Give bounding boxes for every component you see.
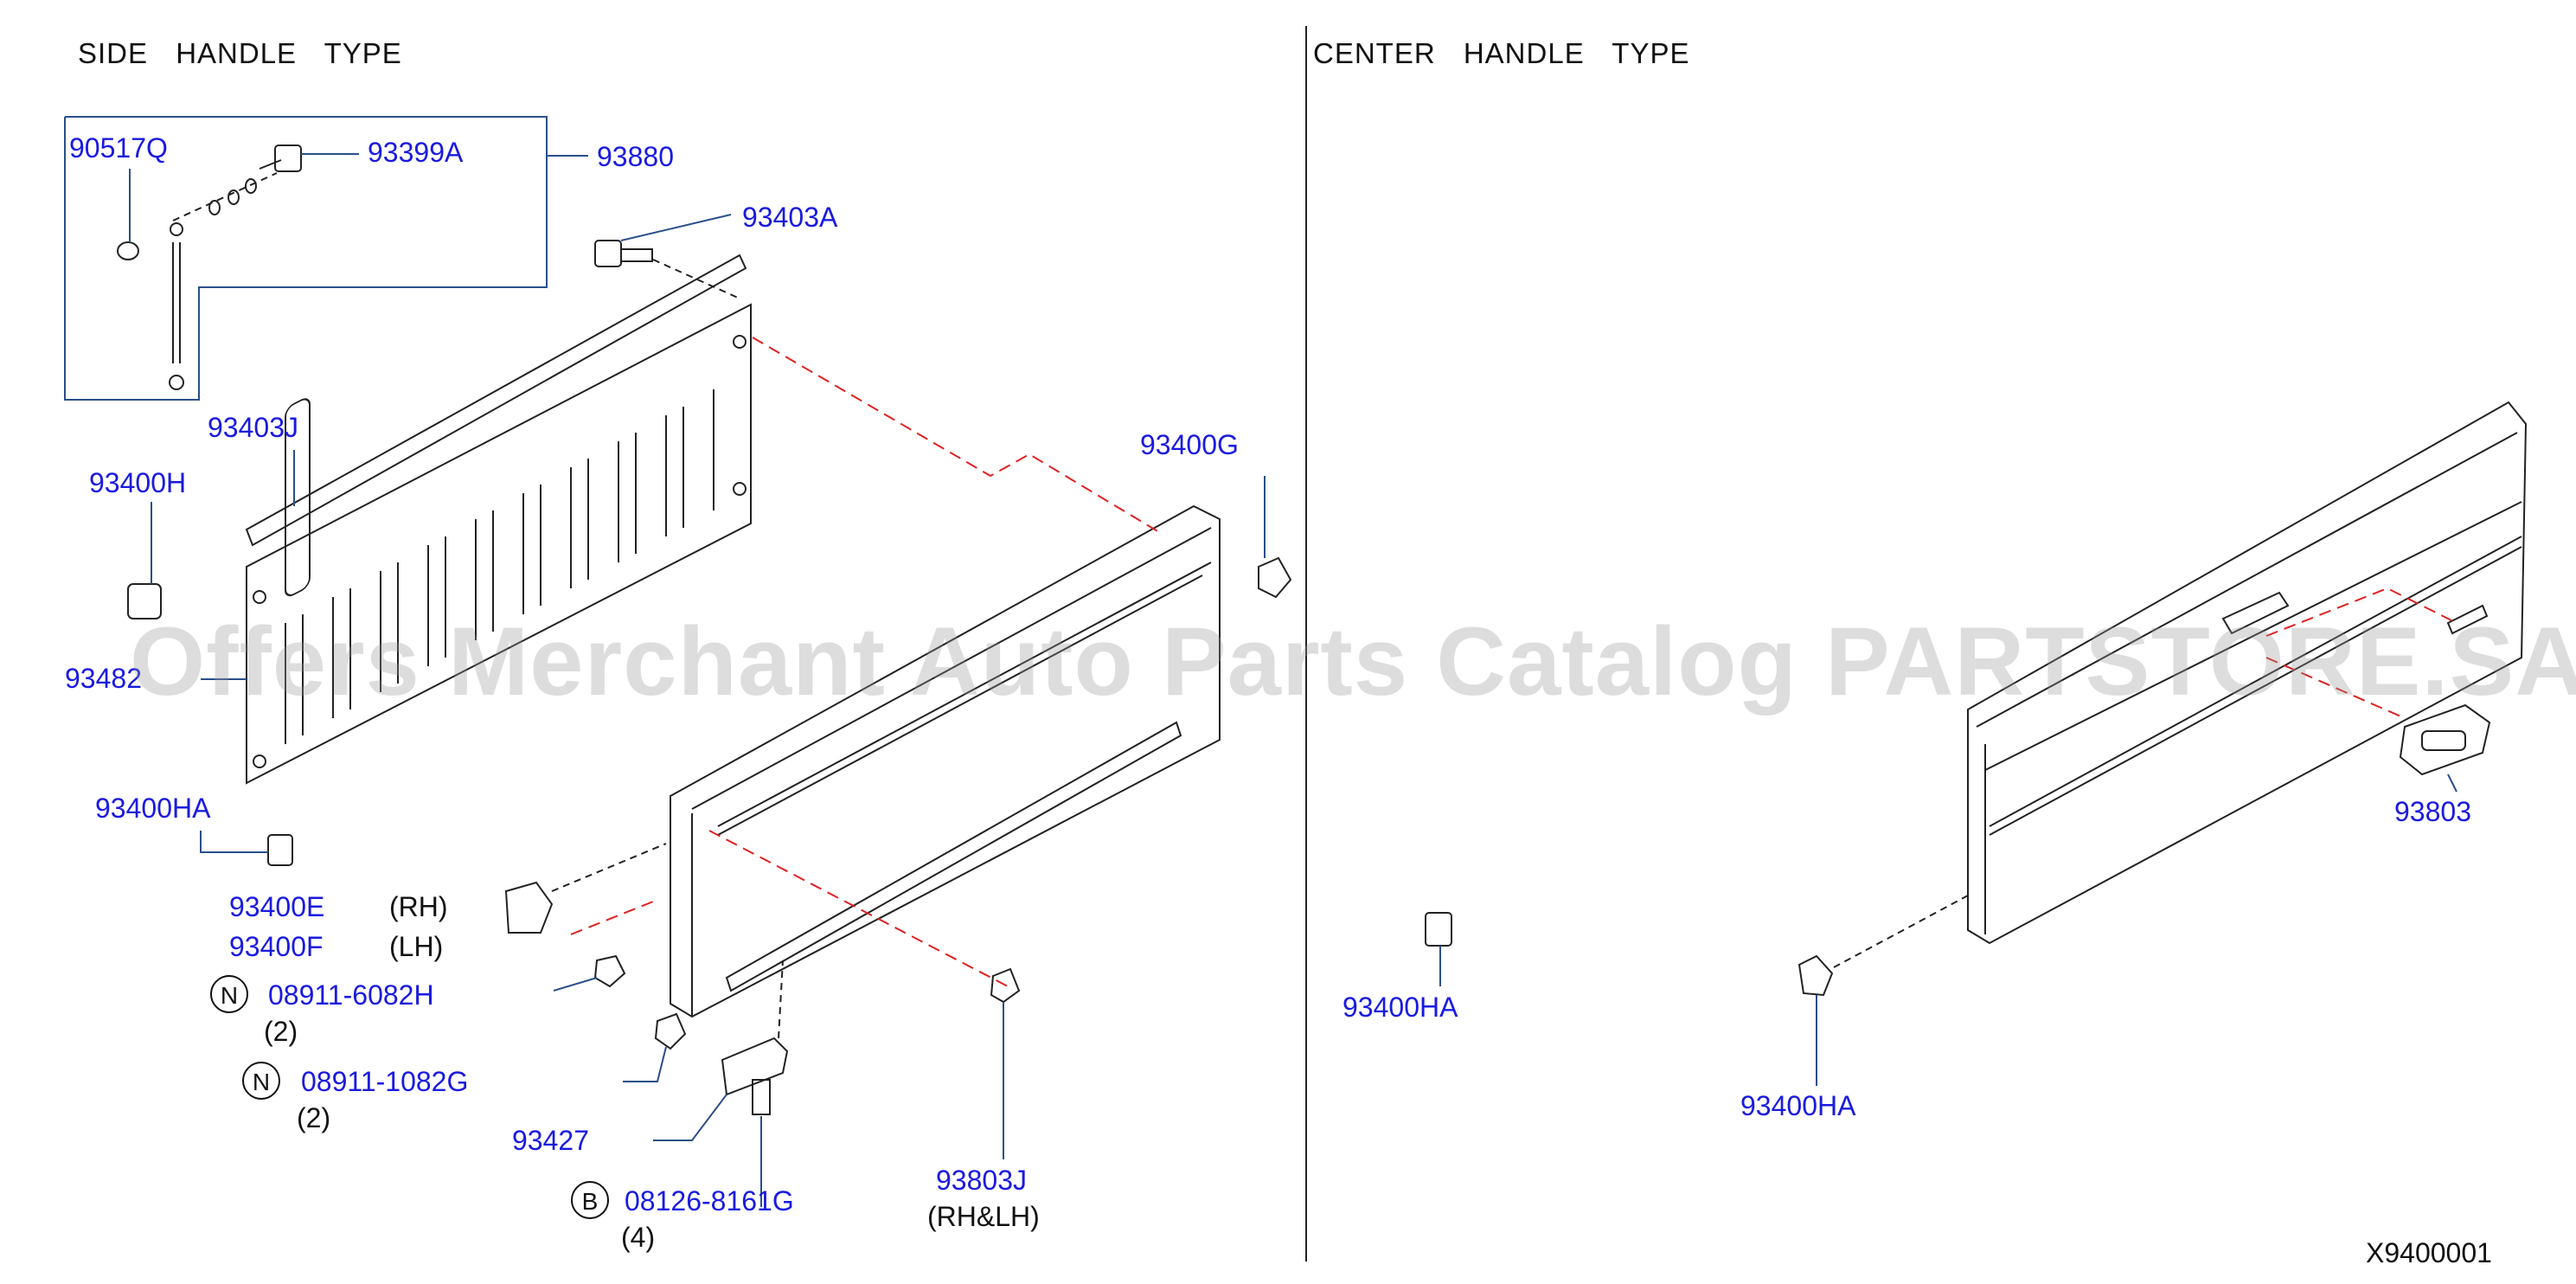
part-label-93400HA-center2[interactable]: 93400HA — [1740, 1090, 1856, 1121]
part-qty-08911-6082H: (2) — [264, 1016, 298, 1047]
alignment-lines — [570, 337, 1160, 987]
bumper-93400H — [127, 583, 162, 620]
part-label-93403A[interactable]: 93403A — [742, 202, 838, 233]
part-label-93427[interactable]: 93427 — [512, 1125, 589, 1156]
nut-08911-6082H — [593, 954, 626, 988]
symbol-n-2: N — [242, 1062, 280, 1100]
tailgate-inner-panel — [246, 303, 752, 785]
part-label-93803[interactable]: 93803 — [2394, 796, 2471, 827]
part-label-93803J[interactable]: 93803J — [936, 1165, 1027, 1196]
clip-93803J — [990, 967, 1021, 1004]
alignment-lines-center — [2265, 587, 2457, 719]
part-label-93400E[interactable]: 93400E — [229, 891, 325, 922]
part-label-08911-1082G[interactable]: 08911-1082G — [301, 1066, 469, 1097]
part-qty-08911-1082G: (2) — [297, 1102, 331, 1133]
part-label-90517Q[interactable]: 90517Q — [69, 132, 168, 164]
section-header-side: SIDE HANDLE TYPE — [78, 37, 402, 69]
part-side-93803J: (RH&LH) — [927, 1201, 1040, 1232]
clip-93400HA-center2 — [1797, 954, 1834, 997]
part-label-93403J[interactable]: 93403J — [208, 412, 298, 443]
diagram-id: X9400001 — [2366, 1237, 2492, 1268]
part-label-08911-6082H[interactable]: 08911-6082H — [268, 979, 434, 1011]
part-label-93399A[interactable]: 93399A — [368, 137, 464, 168]
tailgate-center-handle — [1967, 401, 2528, 945]
part-side-93400E: (RH) — [389, 891, 448, 922]
part-label-93482[interactable]: 93482 — [65, 663, 142, 694]
clip-93400HA-center1 — [1425, 912, 1452, 947]
handle-93803 — [2399, 703, 2491, 776]
tailgate-cable — [117, 144, 302, 390]
symbol-n-1: N — [210, 975, 248, 1013]
bolt-93403A — [594, 240, 653, 267]
part-label-93400HA-left[interactable]: 93400HA — [95, 793, 211, 824]
striker-93400G — [1258, 556, 1292, 599]
part-label-93400F[interactable]: 93400F — [229, 931, 324, 962]
symbol-b-1: B — [571, 1181, 609, 1219]
watermark: Offers Merchant Auto Parts Catalog PARTS… — [130, 607, 2576, 716]
part-qty-08126-8161G: (4) — [621, 1222, 656, 1253]
part-side-93400F: (LH) — [389, 931, 444, 962]
hinge-93427 — [721, 1037, 789, 1115]
part-label-93400H[interactable]: 93400H — [89, 467, 187, 498]
part-label-93400G[interactable]: 93400G — [1140, 429, 1239, 460]
handle-bezel-93400E — [504, 881, 554, 934]
kit-box-93880 — [64, 116, 548, 401]
part-label-93880[interactable]: 93880 — [597, 141, 674, 172]
part-label-93400HA-center1[interactable]: 93400HA — [1342, 992, 1458, 1023]
section-header-center: CENTER HANDLE TYPE — [1313, 37, 1690, 69]
tailgate-top-strip — [245, 254, 747, 547]
clip-93400HA-left — [267, 834, 293, 866]
part-label-08126-8161G[interactable]: 08126-8161G — [625, 1185, 794, 1217]
nut-08911-1082G — [654, 1012, 687, 1050]
tailgate-outer-panel — [670, 504, 1221, 1018]
